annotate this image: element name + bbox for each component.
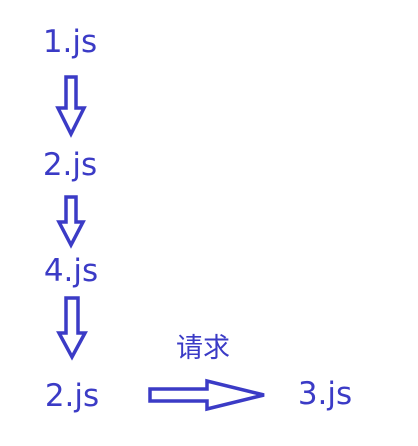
node-2-js-second: 2.js bbox=[44, 378, 100, 414]
arrow-down-4-to-2 bbox=[56, 296, 88, 361]
arrow-down-1-to-2 bbox=[55, 75, 87, 138]
arrow-down-2-to-4 bbox=[56, 195, 86, 249]
node-4-js: 4.js bbox=[43, 253, 99, 289]
node-2-js: 2.js bbox=[42, 147, 98, 183]
edge-label-request: 请求 bbox=[176, 333, 230, 364]
arrow-right-2-to-3 bbox=[148, 378, 265, 412]
node-3-js: 3.js bbox=[297, 376, 353, 412]
node-1-js: 1.js bbox=[42, 24, 98, 60]
